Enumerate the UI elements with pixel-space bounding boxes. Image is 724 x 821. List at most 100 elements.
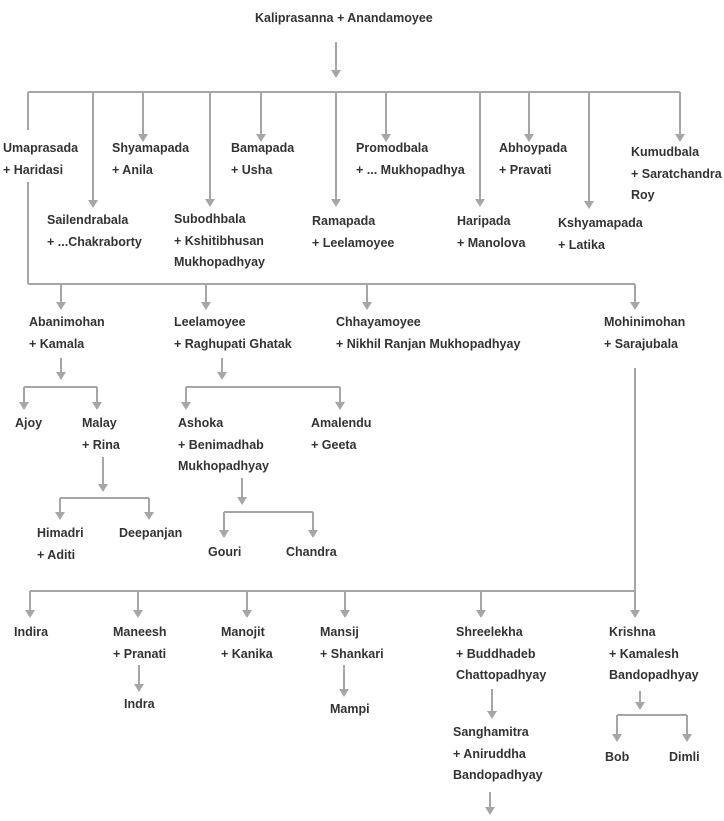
node-line: Sailendrabala <box>47 213 129 227</box>
arrow-head <box>256 134 266 142</box>
node-maneesh: Maneesh+ Pranati <box>113 622 167 665</box>
arrow-head <box>331 199 341 207</box>
arrow-head <box>476 610 486 618</box>
node-umaprasada: Umaprasada+ Haridasi <box>3 138 78 181</box>
arrow-head <box>144 512 154 520</box>
node-line: Chhayamoyee <box>336 315 421 329</box>
node-ajoy: Ajoy <box>15 413 42 435</box>
node-amalendu: Amalendu+ Geeta <box>311 413 371 456</box>
node-manojit: Manojit + Kanika <box>221 622 273 665</box>
node-line: Mukhopadhyay <box>174 255 265 269</box>
node-line: Kshyamapada <box>558 216 643 230</box>
node-line: + ... Mukhopadhya <box>356 162 465 177</box>
node-line: + Kanika <box>221 646 273 661</box>
arrow-head <box>138 134 148 142</box>
node-abhoypada: Abhoypada + Pravati <box>499 138 567 181</box>
node-line: Mukhopadhyay <box>178 459 269 473</box>
arrow-head <box>612 734 622 742</box>
node-promodbala: Promodbala + ... Mukhopadhya <box>356 138 465 181</box>
node-line: Malay <box>82 416 117 430</box>
arrow-head <box>584 201 594 209</box>
node-line: Mohinimohan <box>604 315 686 329</box>
node-sailendrabala: Sailendrabala+ ...Chakraborty <box>47 210 142 253</box>
node-line: + Geeta <box>311 437 357 452</box>
arrow-head <box>134 684 144 692</box>
node-line: + Usha <box>231 162 273 177</box>
node-himadri: Himadri+ Aditi <box>37 523 84 566</box>
node-indra: Indra <box>124 694 155 716</box>
node-dimli: Dimli <box>669 747 700 769</box>
arrow-head <box>485 807 495 815</box>
node-line: Leelamoyee <box>174 315 246 329</box>
node-line: + Raghupati Ghatak <box>174 336 292 351</box>
node-line: Chattopadhyay <box>456 668 547 682</box>
node-abanimohan: Abanimohan+ Kamala <box>29 312 105 355</box>
node-ramapada: Ramapada+ Leelamoyee <box>312 211 394 254</box>
arrow-head <box>630 610 640 618</box>
node-line: Ramapada <box>312 214 376 228</box>
node-line: Subodhbala <box>174 212 246 226</box>
node-line: Kumudbala <box>631 145 700 159</box>
node-line: + Pravati <box>499 162 552 177</box>
node-line: Abanimohan <box>29 315 105 329</box>
node-line: Gouri <box>208 545 242 559</box>
arrow-head <box>181 402 191 410</box>
node-line: Deepanjan <box>119 526 183 540</box>
node-line: Shreelekha <box>456 625 523 639</box>
node-line: Promodbala <box>356 141 429 155</box>
node-line: + Nikhil Ranjan Mukhopadhyay <box>336 336 521 351</box>
node-line: + Shankari <box>320 646 384 661</box>
node-chandra: Chandra <box>286 542 337 564</box>
node-mohinimohan: Mohinimohan+ Sarajubala <box>604 312 685 355</box>
node-indira: Indira <box>14 622 48 644</box>
arrow-head <box>133 610 143 618</box>
arrow-head <box>308 530 318 538</box>
node-line: Kaliprasanna + Anandamoyee <box>255 11 433 25</box>
arrow-head <box>630 302 640 310</box>
arrow-head <box>201 302 211 310</box>
arrow-head <box>675 134 685 142</box>
node-line: + Latika <box>558 237 605 252</box>
arrow-head <box>92 402 102 410</box>
node-line: + Buddhadeb <box>456 646 536 661</box>
arrow-head <box>339 689 349 697</box>
node-kshyamapada: Kshyamapada + Latika <box>558 213 643 256</box>
node-mansij: Mansij + Shankari <box>320 622 384 665</box>
node-line: Chandra <box>286 545 337 559</box>
arrow-head <box>98 484 108 492</box>
arrow-head <box>219 530 229 538</box>
node-line: Roy <box>631 188 655 202</box>
node-line: Bamapada <box>231 141 295 155</box>
node-line: Bandopadhyay <box>609 668 699 682</box>
node-root: Kaliprasanna + Anandamoyee <box>255 8 433 30</box>
node-line: Mampi <box>330 702 370 716</box>
arrow-head <box>88 200 98 208</box>
node-line: Dimli <box>669 750 700 764</box>
arrow-head <box>56 372 66 380</box>
node-line: + Rina <box>82 437 120 452</box>
node-bob: Bob <box>605 747 629 769</box>
node-line: Bob <box>605 750 630 764</box>
node-line: + Aniruddha <box>453 746 526 761</box>
arrow-head <box>635 702 645 710</box>
arrow-head <box>475 199 485 207</box>
node-leelamoyee: Leelamoyee + Raghupati Ghatak <box>174 312 292 355</box>
arrow-head <box>340 610 350 618</box>
node-line: Abhoypada <box>499 141 568 155</box>
arrow-head <box>331 70 341 78</box>
arrow-head <box>56 302 66 310</box>
arrow-head <box>55 512 65 520</box>
node-shyamapada: Shyamapada+ Anila <box>112 138 189 181</box>
arrow-head <box>362 302 372 310</box>
node-haripada: Haripada+ Manolova <box>457 211 525 254</box>
node-line: + Pranati <box>113 646 167 661</box>
node-line: Mansij <box>320 625 359 639</box>
node-line: Krishna <box>609 625 656 639</box>
node-mampi: Mampi <box>330 699 370 721</box>
node-line: Manojit <box>221 625 265 639</box>
node-line: + Saratchandra <box>631 166 722 181</box>
